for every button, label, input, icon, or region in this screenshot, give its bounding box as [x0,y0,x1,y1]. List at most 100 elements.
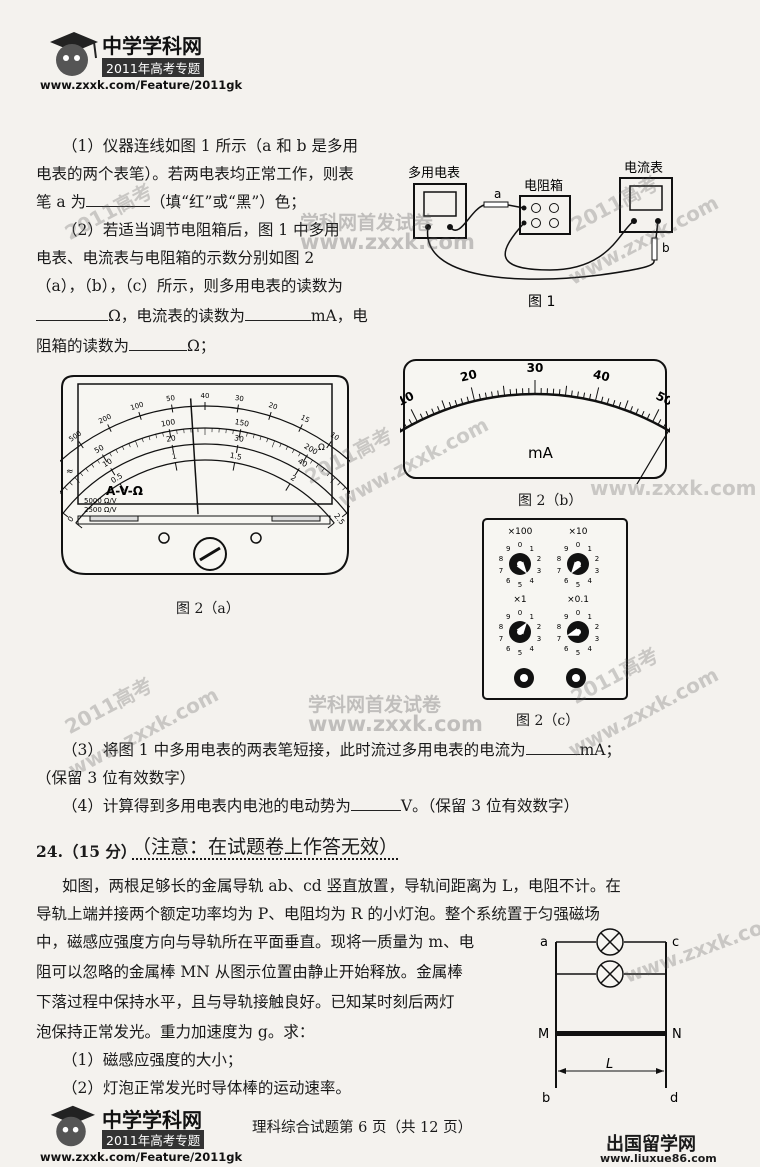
terminal-hole [520,674,528,682]
dial-digit: 4 [588,645,593,653]
minor-tick [155,434,158,439]
answer-blank-resistor[interactable] [129,336,188,351]
dial-digit: 6 [564,577,569,585]
minor-tick [271,440,275,448]
dial-digit: 2 [537,555,541,563]
tick-mark [509,389,512,396]
answer-blank-emf[interactable] [350,796,401,811]
answer-blank-current[interactable] [525,740,580,755]
minor-tick [103,456,108,463]
q23-p3-note: （保留 3 位有效数字） [36,769,196,787]
dial-digit: 4 [530,645,535,653]
dial-digit: 8 [499,555,503,563]
tick-mark [174,462,178,471]
dial-hub [575,629,581,635]
dial-digit: 1 [588,545,592,553]
tick-mark [78,441,84,449]
ammeter-label: 电流表 [624,161,663,176]
dial-multiplier: ×100 [508,527,533,537]
tick-mark [437,406,441,413]
tick-mark [470,387,476,402]
dc-tick-label: 150 [234,417,250,428]
scale-arc [62,443,348,514]
arrow-icon [656,1068,664,1074]
resistor-box-body [519,195,571,235]
tick-mark [491,391,494,398]
multimeter-display [423,191,457,217]
resistor-box-knob [531,203,541,213]
tick-mark [460,398,464,405]
tick-label: 30 [527,361,544,375]
label-N: N [672,1027,682,1042]
center-label: A-V-Ω [106,484,143,498]
tick-mark [484,392,487,399]
minor-tick [91,463,95,468]
minor-tick [162,432,164,437]
minor-tick [135,440,139,448]
dial-digit: 3 [595,635,599,643]
minor-tick [279,443,282,448]
ohm-tick-label: 50 [166,394,176,403]
minor-tick [141,438,144,443]
watermark-year: 2011高考 [60,672,157,739]
ohm-tick-label: 20 [267,401,278,411]
wire [449,204,485,231]
minor-tick [64,487,68,491]
dial-digit: 0 [518,609,522,617]
logo-url: www.zxxk.com/Feature/2011gk [40,78,243,92]
figure-2a-caption: 图 2（a） [176,601,240,617]
dial-digit: 3 [537,635,541,643]
dial-digit: 6 [564,645,569,653]
tick-mark [171,404,174,413]
logo-title: 中学学科网 [102,34,202,58]
answer-blank-ammeter[interactable] [244,306,311,321]
scale-arcs: ∞1k5002001005040302015105005010015020025… [60,392,350,529]
probe-a-label: a [494,187,501,201]
resistor-box-knob [549,218,559,228]
dial-digit: 9 [564,545,568,553]
minor-tick [330,477,336,483]
dc2-tick-label: 40 [296,456,309,469]
ammeter-pointer [636,427,670,484]
minor-tick [169,431,172,439]
minor-tick [128,443,131,448]
figure-2b-ammeter: 0102030405060 mA [400,359,670,484]
dial-digit: 0 [518,541,522,549]
text: Ω，电流表的读数为 [108,307,245,325]
site-name: 出国留学网 [606,1134,696,1155]
tick-label: 40 [592,367,611,384]
dc2-tick-label: 20 [165,433,176,444]
probe-a [483,201,509,208]
q23-p2-line2: 电表、电流表与电阻箱的示数分别如图 2 [36,249,315,267]
probe-b [651,237,658,261]
q24-line5: 下落过程中保持水平，且与导轨接触良好。已知某时刻后两灯 [36,993,455,1011]
bracket [271,515,321,522]
tick-label: 20 [459,367,478,384]
dial-digit: 8 [499,623,503,631]
answer-blank-color[interactable] [86,192,151,207]
tick-mark [285,483,291,491]
resistor-box-knob [531,218,541,228]
arrow-icon [558,1068,566,1074]
minor-tick [109,452,112,457]
dial-digit: 7 [557,567,561,575]
dc-tick-label: 100 [160,417,176,428]
answer-blank-multimeter[interactable] [36,306,108,321]
minor-tick [232,430,234,435]
ohm-tick-label: 10 [329,431,341,443]
figure-1-circuit: 多用电表 电阻箱 电流表 a b 图 1 [408,161,673,310]
zero-adjust-knob[interactable] [193,537,227,571]
tick-mark [110,468,116,476]
tick-mark [400,427,402,431]
tick-mark [448,401,452,408]
multimeter-window [77,383,333,505]
tick-mark [408,419,413,425]
ac-tick-label: 2 [289,473,298,483]
resistor-box-knob [549,203,559,213]
dial-multiplier: ×0.1 [567,595,589,605]
spec-label-1: 5000 Ω/V [84,497,117,505]
text: （填“红”或“黑”）色； [150,193,306,211]
